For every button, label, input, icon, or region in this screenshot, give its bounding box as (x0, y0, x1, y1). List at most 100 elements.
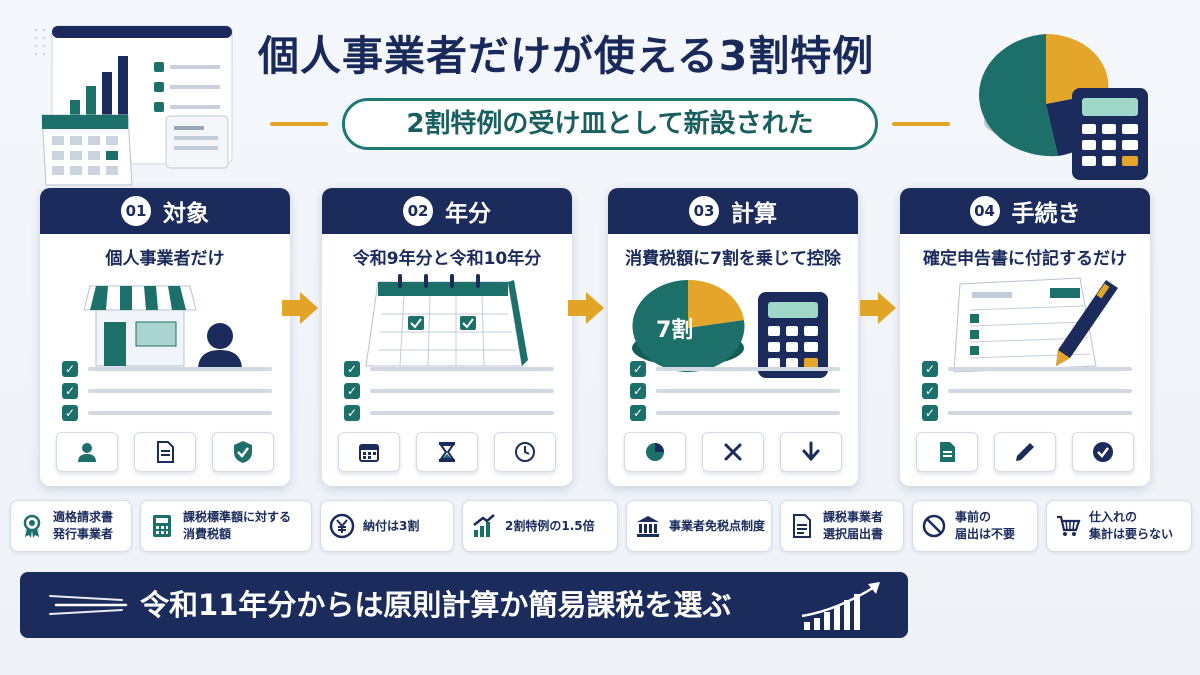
rising-bar-chart-icon (801, 582, 880, 630)
pie-chart-icon (632, 279, 828, 378)
checklist-row: ✓ (62, 380, 272, 402)
arrow-right-icon (568, 292, 604, 324)
card-title: 対象 (163, 201, 209, 227)
checklist: ✓ ✓ ✓ (62, 358, 272, 424)
clock-icon (515, 442, 535, 462)
card-button-row (56, 432, 274, 472)
card-title: 手続き (1011, 201, 1081, 227)
placeholder-line (88, 389, 272, 393)
checklist-row: ✓ (630, 358, 840, 380)
conclusion-banner: 令和11年分からは原則計算か簡易課税を選ぶ (20, 572, 908, 638)
calendar-icon (365, 274, 528, 367)
step-number: 04 (969, 196, 1000, 226)
tag-no-purchase-aggregation: 仕入れの集計は要らない (1046, 500, 1192, 552)
pie-calculator-illustration (979, 33, 1148, 180)
calculator-icon (153, 515, 171, 537)
step-card-procedure: 04 手続き 確定申告書に付記するだけ ✓ ✓ ✓ (900, 188, 1150, 486)
tag-line: 仕入れの (1089, 510, 1138, 524)
person-button[interactable] (56, 432, 118, 472)
card-header: 01 対象 (40, 188, 290, 234)
shield-check-icon (234, 441, 252, 463)
checklist-row: ✓ (62, 358, 272, 380)
check-circle-icon (1093, 442, 1113, 462)
arrow-right-icon (282, 292, 318, 324)
step-card-target: 01 対象 個人事業者だけ ✓ ✓ ✓ (40, 188, 290, 486)
checkbox-checked-icon: ✓ (62, 383, 78, 399)
tag-line: 適格請求書 (53, 510, 114, 524)
card-header: 04 手続き (900, 188, 1150, 234)
document-icon (793, 514, 811, 538)
document-button[interactable] (134, 432, 196, 472)
pen-icon (1016, 443, 1034, 461)
step-number: 03 (689, 196, 719, 226)
document-button[interactable] (916, 432, 978, 472)
person-icon (78, 443, 96, 462)
tag-taxable-election-form: 課税事業者選択届出書 (780, 500, 904, 552)
placeholder-line (370, 411, 554, 415)
step-card-years: 02 年分 令和9年分と令和10年分 ✓ ✓ ✓ (322, 188, 572, 486)
calendar-button[interactable] (338, 432, 400, 472)
dashboard-calendar-illustration (34, 25, 233, 186)
hourglass-icon (439, 442, 455, 462)
card-title: 年分 (445, 201, 491, 227)
placeholder-line (948, 411, 1132, 415)
checkbox-checked-icon: ✓ (62, 361, 78, 377)
prohibited-icon (922, 514, 946, 538)
checkbox-checked-icon: ✓ (630, 405, 646, 421)
pie-small-icon (646, 443, 664, 461)
checklist-row: ✓ (922, 380, 1132, 402)
arrow-right-icon (860, 292, 896, 324)
card-subtitle: 確定申告書に付記するだけ (923, 249, 1127, 269)
checkbox-checked-icon: ✓ (344, 405, 360, 421)
checklist-row: ✓ (344, 402, 554, 424)
pie-chart-button[interactable] (624, 432, 686, 472)
shopping-cart-icon (1057, 515, 1081, 536)
arrow-down-button[interactable] (780, 432, 842, 472)
tag-line: 事業者免税点制度 (669, 518, 766, 533)
page-title: 個人事業者だけが使える3割特例 (258, 32, 875, 80)
card-title: 計算 (731, 201, 777, 227)
card-subtitle: 消費税額に7割を乗じて控除 (625, 249, 841, 269)
card-subtitle: 個人事業者だけ (105, 249, 225, 269)
step-card-calculation: 03 計算 消費税額に7割を乗じて控除 7割 ✓ ✓ ✓ (608, 188, 858, 486)
pie-label: 7割 (656, 318, 694, 343)
tag-line: 集計は要らない (1089, 527, 1174, 541)
tag-1-5x-of-20-percent-rule: 2割特例の1.5倍 (462, 500, 618, 552)
tag-tax-on-taxable-base: 課税標準額に対する消費税額 (140, 500, 312, 552)
hourglass-button[interactable] (416, 432, 478, 472)
shield-button[interactable] (212, 432, 274, 472)
calendar-small-icon (359, 444, 379, 462)
checklist-row: ✓ (630, 380, 840, 402)
clock-button[interactable] (494, 432, 556, 472)
placeholder-line (948, 367, 1132, 371)
checkbox-checked-icon: ✓ (630, 361, 646, 377)
checklist-row: ✓ (630, 402, 840, 424)
tag-payment-30-percent: 納付は3割 (320, 500, 454, 552)
checkbox-checked-icon: ✓ (62, 405, 78, 421)
speed-lines-icon (49, 595, 128, 615)
checkbox-checked-icon: ✓ (922, 361, 938, 377)
placeholder-line (370, 389, 554, 393)
tag-line: 2割特例の1.5倍 (505, 518, 595, 533)
checklist-row: ✓ (344, 380, 554, 402)
multiply-button[interactable] (702, 432, 764, 472)
arrow-down-icon (802, 441, 820, 462)
checkbox-checked-icon: ✓ (344, 361, 360, 377)
dot-pattern (34, 28, 46, 56)
checklist: ✓ ✓ ✓ (922, 358, 1132, 424)
checklist: ✓ ✓ ✓ (344, 358, 554, 424)
tag-no-prior-notice: 事前の届出は不要 (912, 500, 1038, 552)
checkbox-checked-icon: ✓ (922, 405, 938, 421)
card-button-row (338, 432, 556, 472)
bank-building-icon (637, 516, 659, 537)
pen-button[interactable] (994, 432, 1056, 472)
multiply-icon (724, 443, 742, 461)
tag-qualified-invoice-issuer: 適格請求書発行事業者 (10, 500, 132, 552)
card-header: 03 計算 (608, 188, 858, 234)
check-button[interactable] (1072, 432, 1134, 472)
subtitle-banner: 2割特例の受け皿として新設された (270, 98, 950, 150)
pie-calculator-graphic: 7割 (608, 270, 858, 380)
yen-coin-icon (329, 513, 355, 539)
checkbox-checked-icon: ✓ (922, 383, 938, 399)
checklist-row: ✓ (62, 402, 272, 424)
